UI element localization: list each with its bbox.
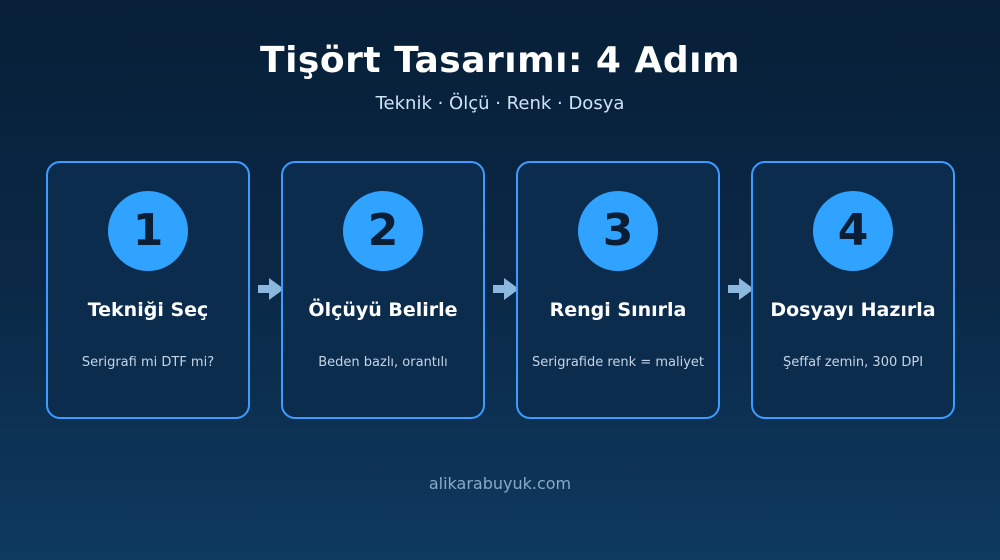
- step-title: Tekniği Seç: [87, 299, 209, 321]
- step-description: Serigrafi mi DTF mi?: [81, 355, 215, 370]
- page-subtitle: Teknik · Ölçü · Renk · Dosya: [375, 93, 625, 114]
- steps-flow: 1 Tekniği Seç Serigrafi mi DTF mi? 2 Ölç…: [46, 161, 956, 419]
- footer-website: alikarabuyuk.com: [428, 474, 572, 493]
- arrow-right-icon: [728, 278, 754, 300]
- arrow-right-icon: [493, 278, 519, 300]
- step-title: Rengi Sınırla: [549, 299, 687, 321]
- page-title: Tişört Tasarımı: 4 Adım: [260, 40, 740, 81]
- step-number-badge: 2: [343, 191, 423, 271]
- step-card-2: 2 Ölçüyü Belirle Beden bazlı, orantılı: [281, 161, 485, 419]
- step-title: Dosyayı Hazırla: [770, 299, 936, 321]
- step-title: Ölçüyü Belirle: [308, 299, 458, 321]
- step-number-badge: 3: [578, 191, 658, 271]
- step-number-badge: 4: [813, 191, 893, 271]
- step-card-3: 3 Rengi Sınırla Serigrafide renk = maliy…: [516, 161, 720, 419]
- arrow-right-icon: [258, 278, 284, 300]
- step-description: Beden bazlı, orantılı: [318, 355, 448, 370]
- step-number-badge: 1: [108, 191, 188, 271]
- step-card-4: 4 Dosyayı Hazırla Şeffaf zemin, 300 DPI: [751, 161, 955, 419]
- step-description: Şeffaf zemin, 300 DPI: [782, 355, 924, 370]
- step-card-1: 1 Tekniği Seç Serigrafi mi DTF mi?: [46, 161, 250, 419]
- step-description: Serigrafide renk = maliyet: [532, 355, 704, 370]
